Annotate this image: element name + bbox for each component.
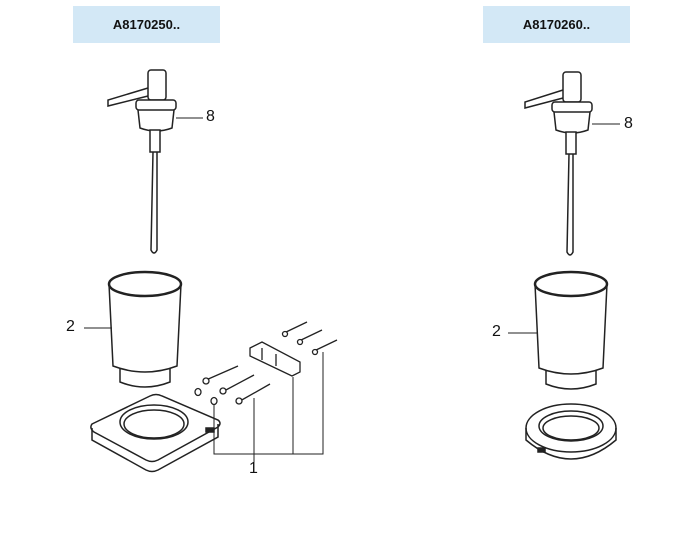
left-soap-pump <box>107 69 203 254</box>
callout-8-left: 8 <box>206 108 215 125</box>
callout-2-right: 2 <box>492 323 501 340</box>
right-soap-pump <box>524 71 620 256</box>
right-tumbler <box>508 270 609 390</box>
left-tumbler <box>84 270 183 388</box>
callout-1: 1 <box>249 460 258 477</box>
callout-8-right: 8 <box>624 115 633 132</box>
callout-2-left: 2 <box>66 318 75 335</box>
mounting-kit <box>194 321 338 462</box>
right-round-holder <box>525 403 617 460</box>
model-header-right: A8170260.. <box>483 6 630 43</box>
left-square-holder <box>90 393 221 473</box>
model-header-left: A8170250.. <box>73 6 220 43</box>
